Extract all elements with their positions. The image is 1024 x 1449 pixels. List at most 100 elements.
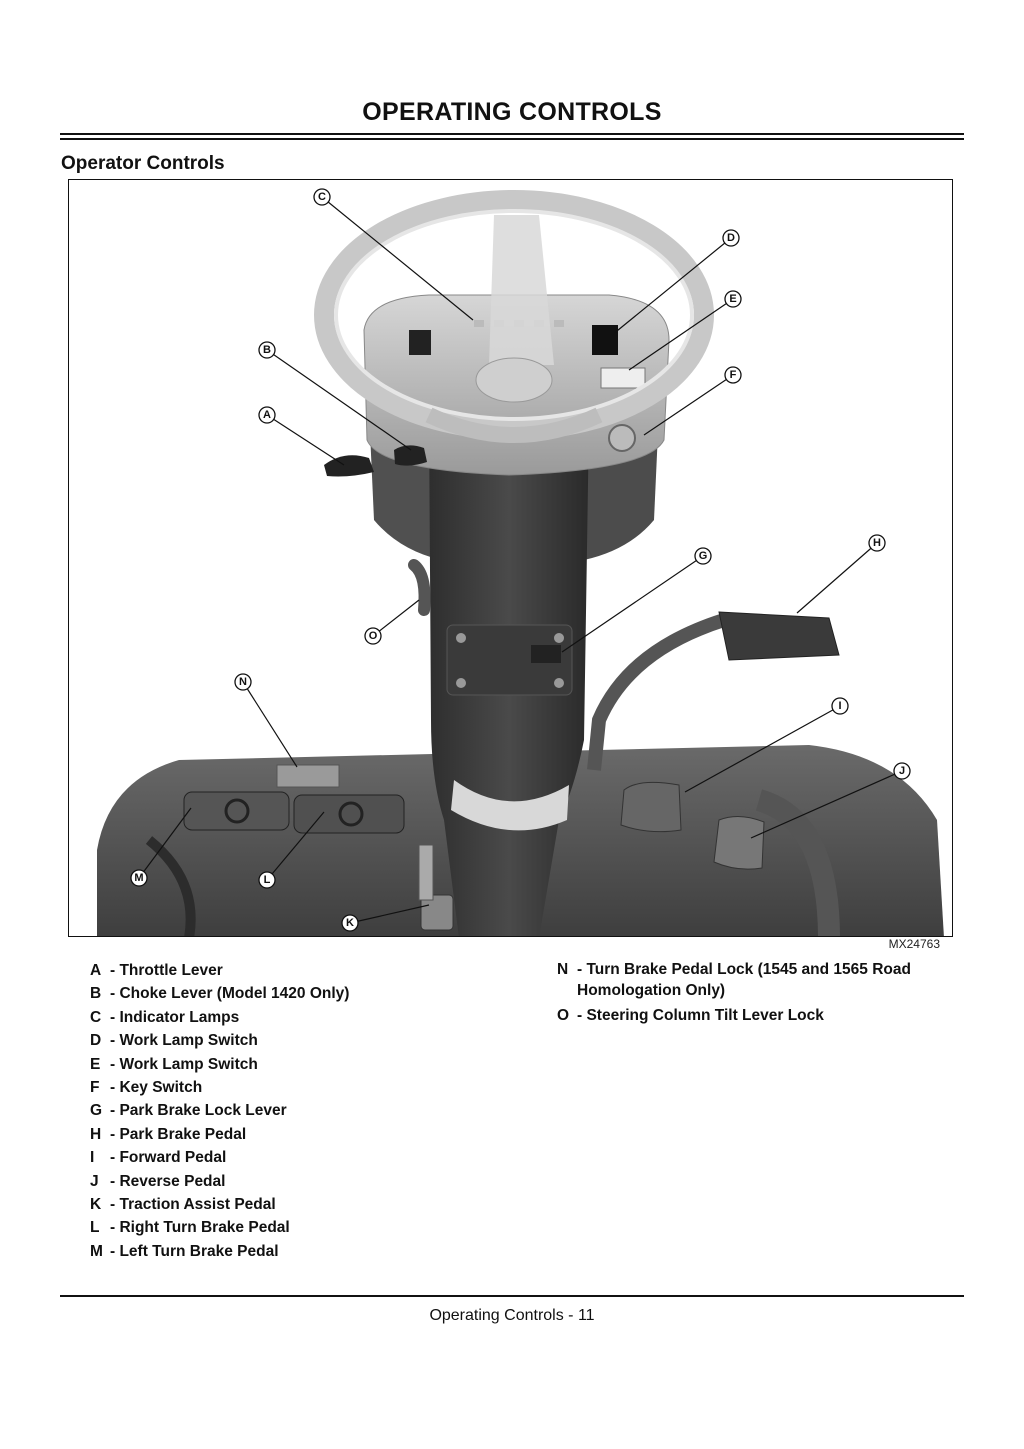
callout-b: B (258, 341, 276, 359)
legend-text: - Steering Column Tilt Lever Lock (577, 1007, 824, 1024)
legend-item: E - Work Lamp Switch (90, 1053, 510, 1076)
legend-text: - Reverse Pedal (110, 1172, 226, 1190)
callout-e: E (724, 290, 742, 308)
dash-switch-right (592, 325, 618, 355)
callout-k: K (341, 914, 359, 932)
legend-key: I (90, 1149, 95, 1167)
svg-text:C: C (318, 191, 326, 203)
traction-assist-pedal-shape (420, 894, 454, 931)
legend-item: L - Right Turn Brake Pedal (90, 1216, 510, 1239)
steering-wheel-spoke (489, 215, 554, 365)
legend-key: E (90, 1055, 101, 1073)
legend-item: H - Park Brake Pedal (90, 1123, 510, 1146)
reverse-pedal-shape (713, 816, 765, 870)
svg-text:M: M (134, 872, 143, 884)
legend-text: - Forward Pedal (110, 1149, 227, 1167)
svg-text:A: A (263, 409, 271, 421)
forward-pedal-shape (620, 781, 682, 833)
legend-text: - Work Lamp Switch (110, 1055, 258, 1073)
svg-text:J: J (899, 765, 905, 777)
park-brake-pedal-shape (718, 611, 840, 661)
callout-j: J (893, 762, 911, 780)
legend-text: - Indicator Lamps (110, 1008, 240, 1026)
svg-text:F: F (730, 369, 737, 381)
legend-key: G (90, 1102, 103, 1120)
svg-text:I: I (838, 700, 841, 712)
legend-item: O - Steering Column Tilt Lever Lock (557, 1004, 957, 1027)
legend-item: K - Traction Assist Pedal (90, 1193, 510, 1216)
legend-text: - Work Lamp Switch (110, 1032, 258, 1050)
steering-wheel-rim-inner (334, 209, 694, 421)
legend-item: N - Turn Brake Pedal Lock (1545 and 1565 … (557, 959, 957, 1001)
callout-n: N (234, 673, 252, 691)
svg-text:E: E (729, 293, 736, 305)
tilt-lever (408, 559, 431, 616)
legend-key: O (557, 1007, 570, 1024)
legend-text: - Right Turn Brake Pedal (110, 1219, 290, 1237)
key-switch-shape (608, 424, 636, 452)
svg-text:H: H (873, 537, 881, 549)
page-footer: Operating Controls - 11 (429, 1307, 595, 1324)
callout-h: H (868, 534, 886, 552)
throttle-lever-shape (324, 455, 374, 477)
section-title: Operator Controls (61, 153, 225, 174)
svg-text:L: L (264, 874, 271, 886)
svg-text:B: B (263, 344, 271, 356)
choke-lever-shape (394, 445, 427, 466)
legend-item: F - Key Switch (90, 1076, 510, 1099)
right-turn-brake-pedal-shape (293, 794, 405, 834)
park-brake-arm (587, 613, 727, 771)
turn-brake-lock-shape (276, 764, 340, 788)
legend-key: H (90, 1125, 102, 1143)
lock-plate (446, 624, 573, 696)
controls-illustration: C D E B F A G H O N I J M L K (97, 188, 944, 936)
legend-text: - Throttle Lever (110, 962, 223, 979)
legend-text: - Key Switch (110, 1079, 203, 1097)
legend-key: C (90, 1008, 102, 1026)
callout-o: O (364, 627, 382, 645)
svg-text:K: K (346, 917, 354, 929)
callout-l: L (258, 871, 276, 889)
legend-item: M - Left Turn Brake Pedal (90, 1240, 510, 1263)
svg-text:D: D (727, 232, 735, 244)
legend-key: M (90, 1242, 103, 1260)
legend-key: N (557, 961, 569, 978)
legend-key: F (90, 1079, 100, 1097)
legend-text: - Left Turn Brake Pedal (110, 1242, 279, 1260)
legend-key: D (90, 1032, 102, 1050)
legend-item: C - Indicator Lamps (90, 1006, 510, 1029)
legend-text: - Choke Lever (Model 1420 Only) (110, 985, 350, 1003)
page-title: OPERATING CONTROLS (362, 98, 662, 126)
title-rule-secondary (60, 138, 964, 140)
operator-controls-figure: C D E B F A G H O N I J M L K (68, 179, 953, 937)
column-base (451, 780, 569, 831)
legend-key: K (90, 1196, 102, 1214)
legend-item: J- Reverse Pedal (90, 1170, 510, 1193)
legend-item: I - Forward Pedal (90, 1146, 510, 1169)
legend-left: A - Throttle Lever B - Choke Lever (Model … (90, 959, 510, 1263)
legend-key: L (90, 1219, 100, 1237)
footer-rule (60, 1295, 964, 1297)
legend-item: A - Throttle Lever (90, 959, 510, 982)
callout-i: I (831, 697, 849, 715)
steering-wheel-lower (425, 407, 603, 443)
legend-item: G- Park Brake Lock Lever (90, 1099, 510, 1122)
legend-text: - Traction Assist Pedal (110, 1196, 276, 1214)
floor-ridge-left (145, 836, 196, 936)
svg-text:N: N (239, 676, 247, 688)
dash-switch-left (409, 330, 431, 355)
floor-ridge-right (755, 789, 840, 936)
figure-code: MX24763 (888, 937, 940, 951)
callout-a: A (258, 406, 276, 424)
legend-key: A (90, 962, 102, 979)
legend-key: B (90, 985, 102, 1003)
callout-g: G (694, 547, 712, 565)
left-turn-brake-pedal-shape (183, 791, 290, 831)
legend-item: B - Choke Lever (Model 1420 Only) (90, 982, 510, 1005)
title-rule (60, 133, 964, 135)
legend-text: - Park Brake Pedal (110, 1125, 247, 1143)
legend-right: N - Turn Brake Pedal Lock (1545 and 1565 … (557, 959, 957, 1027)
legend-text: - Turn Brake Pedal Lock (1545 and 1565 R… (577, 961, 911, 999)
callout-d: D (722, 229, 740, 247)
callout-leaders (138, 196, 903, 924)
